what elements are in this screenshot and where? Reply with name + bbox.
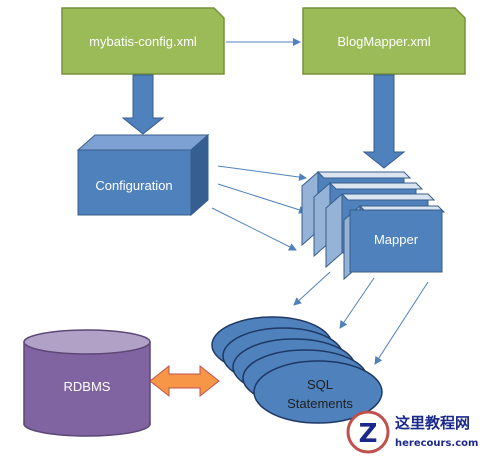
- mybatis-config-node: mybatis-config.xml: [61, 7, 225, 75]
- configuration-arrow-3: [211, 207, 297, 251]
- mybatis-config-label: mybatis-config.xml: [89, 34, 197, 49]
- mapper-label: Mapper: [374, 232, 419, 247]
- blog-mapper-node: BlogMapper.xml: [302, 7, 466, 75]
- rdbms-label: RDBMS: [64, 379, 111, 394]
- sql-label-line2: Statements: [287, 396, 353, 411]
- watermark-title-cn: 这里教程网: [395, 414, 470, 432]
- config-down-block-arrow: [121, 74, 165, 135]
- mapper-node-stack: Mapper: [301, 170, 446, 281]
- watermark-logo: Z 这里教程网 herecours.com: [346, 410, 478, 454]
- watermark-site: herecours.com: [395, 438, 478, 449]
- mapper-arrow-2: [339, 277, 375, 329]
- configuration-node: Configuration: [76, 133, 210, 217]
- sql-statements-node: SQL Statements: [211, 316, 383, 424]
- mapper-card-front: Mapper: [343, 204, 446, 281]
- sql-ellipse-front: [253, 360, 383, 424]
- mapper-down-block-arrow: [362, 74, 406, 169]
- watermark-z-icon: [346, 410, 390, 454]
- configuration-arrow-1: [217, 165, 307, 182]
- rdbms-sql-double-arrow: [149, 364, 220, 398]
- mapper-arrow-1: [293, 271, 331, 306]
- configuration-label: Configuration: [95, 178, 172, 193]
- blog-mapper-label: BlogMapper.xml: [337, 34, 430, 49]
- watermark-z-glyph: Z: [359, 419, 378, 449]
- mapper-arrow-3: [374, 281, 429, 365]
- rdbms-node: RDBMS: [23, 329, 151, 437]
- sql-label-line1: SQL: [307, 377, 333, 392]
- configuration-arrow-2: [217, 183, 307, 214]
